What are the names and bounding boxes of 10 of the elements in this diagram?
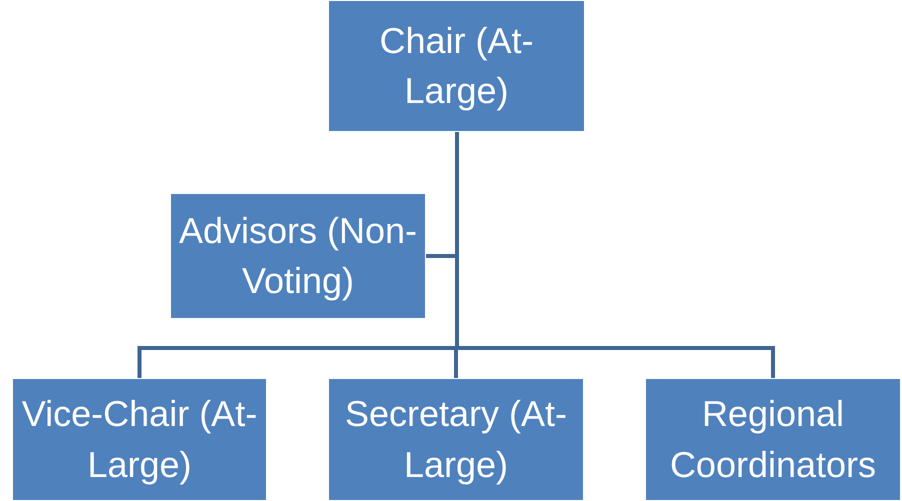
role-box [645, 378, 901, 501]
role-box [328, 378, 584, 501]
role-box [328, 0, 585, 132]
role-title: Advisors (Non-Voting) [178, 208, 418, 303]
role-title: Chair (At-Large) [378, 18, 535, 113]
role-title: Secretary (At-Large) [344, 392, 568, 486]
role-title: Regional Coordinators [668, 392, 878, 486]
role-box [170, 193, 426, 319]
role-box [12, 378, 267, 501]
role-title: Vice-Chair (At-Large) [20, 392, 258, 486]
